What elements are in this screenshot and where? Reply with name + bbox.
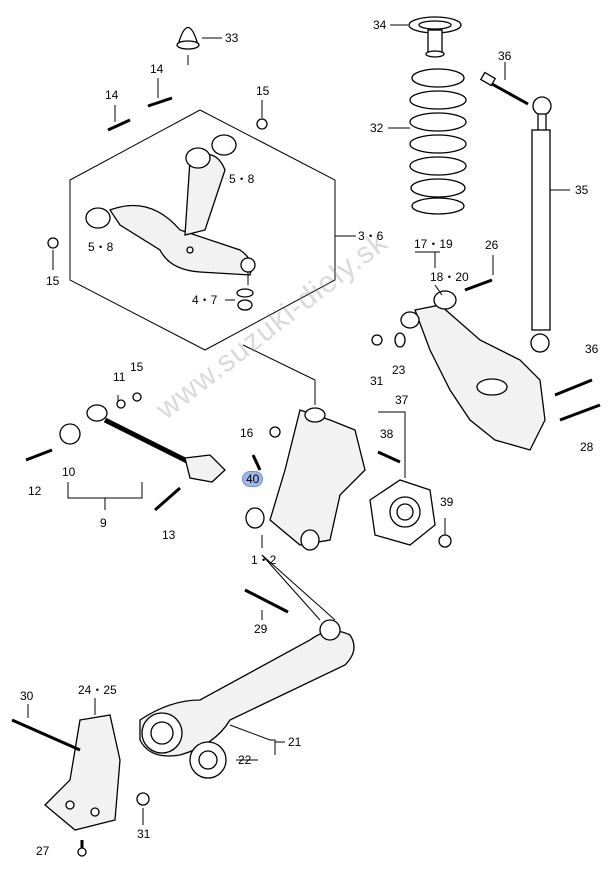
callout-17-19: 17・19 [414, 237, 453, 251]
callout-24-25: 24・25 [78, 683, 117, 697]
callout-31-a: 31 [370, 374, 384, 388]
callout-11: 11 [113, 370, 126, 384]
callout-39: 39 [440, 495, 454, 509]
callout-21: 21 [288, 735, 302, 749]
callout-37: 37 [395, 393, 409, 407]
callout-15-a: 15 [256, 84, 270, 98]
callout-33: 33 [225, 31, 239, 45]
rear-lower-arm-part [400, 290, 546, 451]
bump-stopper-part [176, 26, 200, 50]
callout-31-b: 31 [137, 827, 151, 841]
callout-15-c: 15 [130, 360, 144, 374]
callout-12: 12 [28, 484, 42, 498]
spring-seat-part [408, 16, 462, 58]
callout-34: 34 [373, 18, 387, 32]
callout-5-8-a: 5・8 [229, 172, 255, 186]
callout-3-6: 3・6 [358, 229, 384, 243]
callout-38: 38 [380, 427, 394, 441]
callout-14-a: 14 [105, 88, 119, 102]
callout-16: 16 [240, 426, 254, 440]
upper-arm-group-frame [69, 109, 336, 351]
callout-23: 23 [392, 363, 406, 377]
callout-9: 9 [100, 516, 107, 530]
callout-26: 26 [485, 238, 499, 252]
callout-28: 28 [580, 440, 594, 454]
trailing-arm-bracket-part [44, 714, 121, 831]
callout-36-b: 36 [585, 342, 599, 356]
callout-22: 22 [238, 753, 252, 767]
callout-18-20: 18・20 [430, 270, 469, 284]
shock-absorber-part [530, 96, 552, 353]
callout-15-b: 15 [46, 274, 60, 288]
wheel-hub-part [369, 479, 436, 546]
callout-5-8-b: 5・8 [88, 240, 114, 254]
callout-29: 29 [254, 622, 268, 636]
knuckle-part [245, 407, 366, 551]
callout-10: 10 [62, 465, 76, 479]
callout-4-7: 4・7 [192, 293, 218, 307]
callout-27: 27 [36, 844, 50, 858]
callout-1-2: 1・2 [251, 553, 277, 567]
shock-top-bolt-part [479, 71, 529, 106]
callout-14-b: 14 [150, 62, 164, 76]
trailing-arm-part [139, 619, 355, 779]
callout-13: 13 [162, 528, 176, 542]
upper-control-arm-part [85, 134, 256, 285]
callout-40: 40 [242, 471, 264, 487]
coil-spring-part [409, 68, 467, 215]
callout-36-a: 36 [498, 49, 512, 63]
callout-32: 32 [370, 121, 384, 135]
callout-30: 30 [20, 689, 34, 703]
callout-35: 35 [575, 183, 589, 197]
lateral-link-part [59, 404, 226, 483]
